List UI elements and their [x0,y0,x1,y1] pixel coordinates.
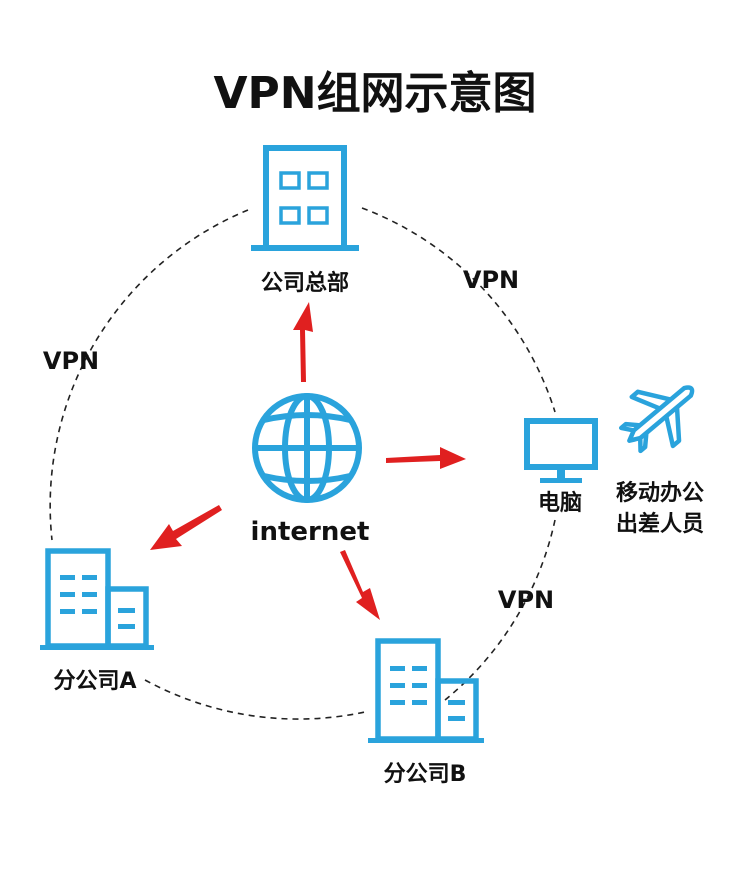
diagram-title: VPN组网示意图 [213,68,536,119]
airplane-icon [618,385,695,454]
branch-b-label: 分公司B [384,762,467,787]
arrow-to-branch-a [150,505,222,550]
internet-label: internet [251,517,370,547]
arrow-to-branch-b [340,550,380,620]
vpn-label-pc-branch-b: VPN [498,586,554,614]
globe-icon [252,393,362,503]
hq-label: 公司总部 [261,270,349,296]
branch-b-buildings-icon [368,638,484,743]
vpn-label-hq-pc: VPN [463,266,519,294]
hq-building-icon [251,145,359,251]
arrow-to-hq [293,302,313,382]
monitor-icon [524,418,598,483]
branch-a-label: 分公司A [53,669,136,694]
arrow-to-pc [386,447,466,469]
vpn-label-hq-branch-a: VPN [43,347,99,375]
pc-label: 电脑 [538,490,582,516]
branch-a-buildings-icon [40,548,154,650]
mobile-label-line2: 出差人员 [616,511,704,537]
mobile-label-line1: 移动办公 [616,480,704,506]
